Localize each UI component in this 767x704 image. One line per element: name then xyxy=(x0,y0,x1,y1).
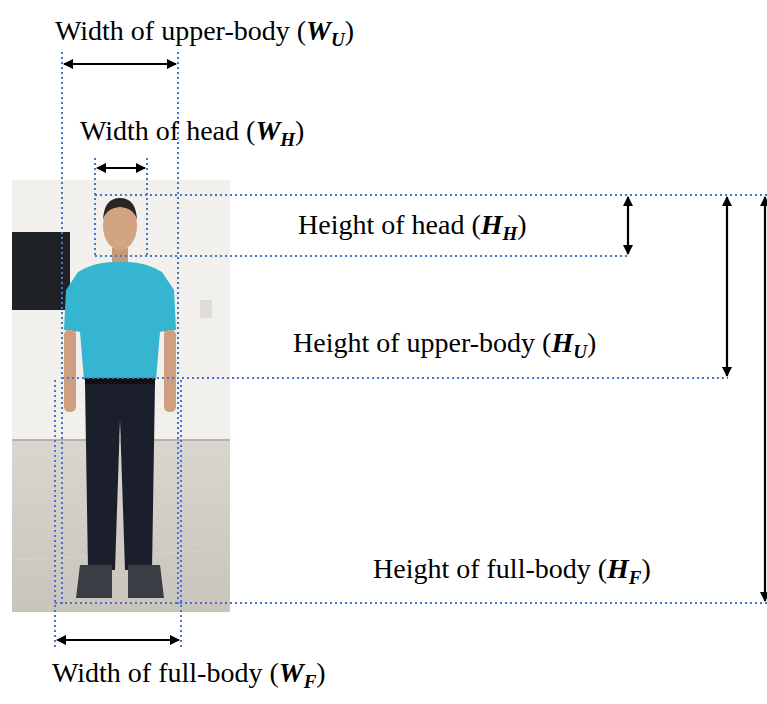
label-part: Height of full-body ( xyxy=(373,553,607,584)
dimension-label: Height of full-body (HF) xyxy=(373,552,651,590)
label-part: ) xyxy=(587,327,596,358)
dimension-label: Height of upper-body (HU) xyxy=(293,326,596,364)
guide-lines xyxy=(55,52,767,650)
label-part: Width of head ( xyxy=(80,115,255,146)
label-part: H xyxy=(481,209,503,240)
label-part: Height of head ( xyxy=(298,209,481,240)
label-subscript: H xyxy=(503,223,518,244)
dimension-arrows xyxy=(57,64,765,640)
label-part: ) xyxy=(642,553,651,584)
label-part: Width of upper-body ( xyxy=(55,15,306,46)
label-part: ) xyxy=(295,115,304,146)
label-part: ) xyxy=(345,15,354,46)
label-subscript: F xyxy=(629,567,642,588)
label-part: W xyxy=(306,15,331,46)
label-subscript: F xyxy=(304,671,317,692)
label-part: ) xyxy=(316,657,325,688)
dimension-label: Width of head (WH) xyxy=(80,114,304,152)
label-part: Height of upper-body ( xyxy=(293,327,551,358)
label-part: H xyxy=(551,327,573,358)
label-part: ) xyxy=(517,209,526,240)
label-part: Width of full-body ( xyxy=(52,657,279,688)
dimension-label: Width of upper-body (WU) xyxy=(55,14,354,52)
label-part: W xyxy=(255,115,280,146)
label-part: W xyxy=(279,657,304,688)
label-subscript: U xyxy=(573,341,587,362)
label-subscript: H xyxy=(280,129,295,150)
dimension-label: Height of head (HH) xyxy=(298,208,527,246)
label-part: H xyxy=(607,553,629,584)
dimension-label: Width of full-body (WF) xyxy=(52,656,326,694)
label-subscript: U xyxy=(331,29,345,50)
